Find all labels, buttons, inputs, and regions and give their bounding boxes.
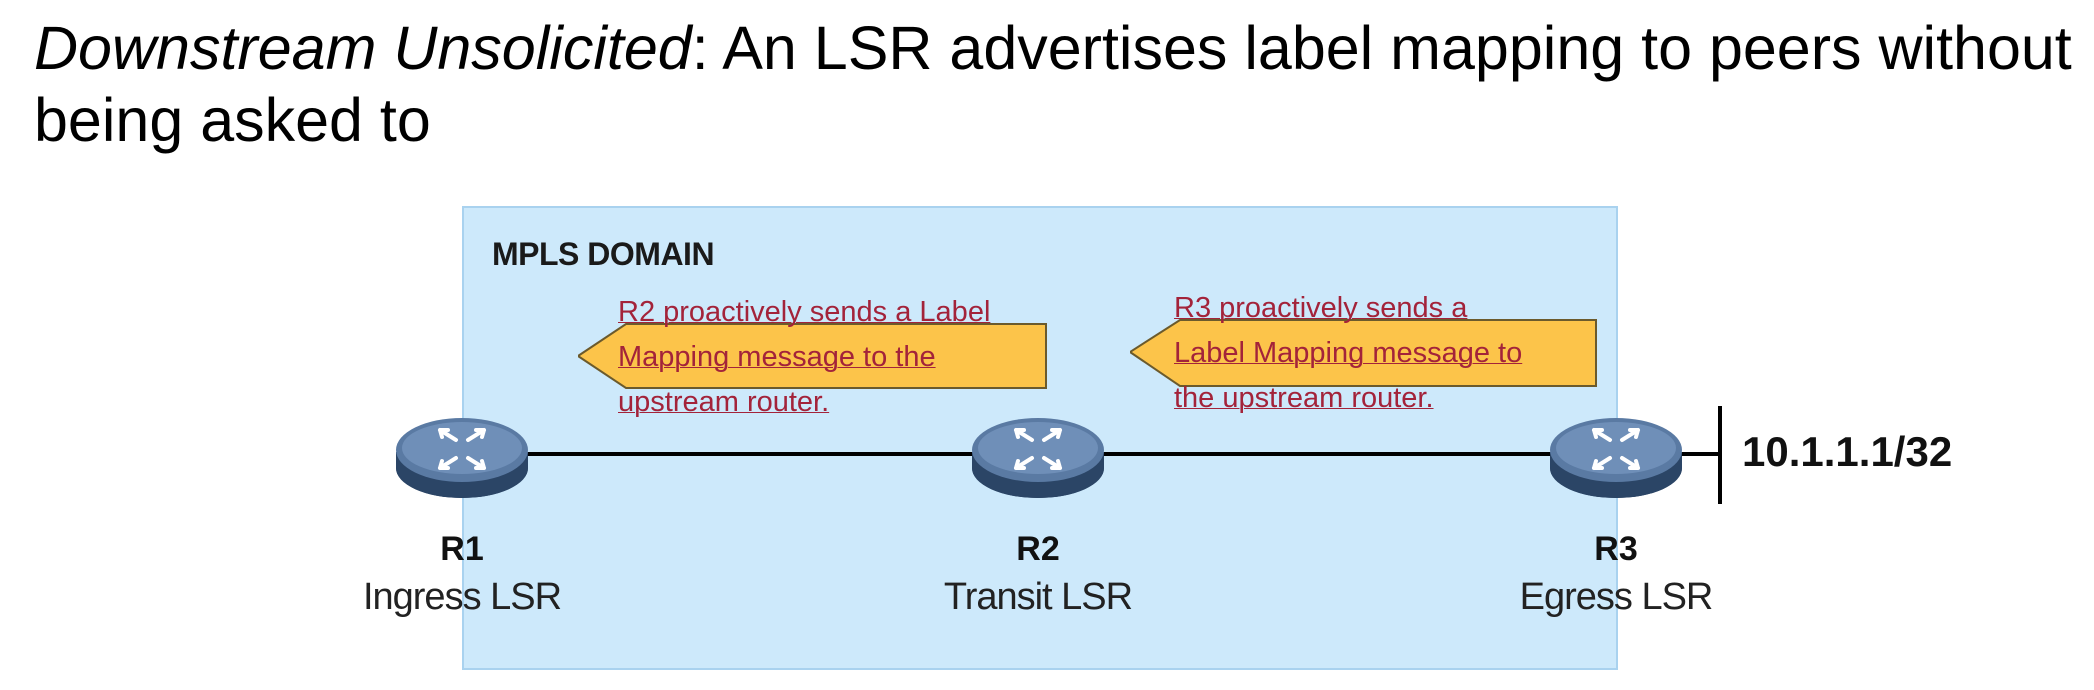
- router-r1: [392, 406, 532, 504]
- callout-line: R3 proactively sends a: [1174, 292, 1468, 324]
- callout-line: Mapping message to the: [618, 341, 936, 373]
- callout-line: R2 proactively sends a Label: [618, 296, 991, 328]
- callout-line: Label Mapping message to: [1174, 337, 1523, 369]
- router-icon: [972, 418, 1104, 498]
- router-icon: [396, 418, 528, 498]
- callout-r3: R3 proactively sends a Label Mapping mes…: [1130, 286, 1610, 426]
- callout-r3-text: R3 proactively sends a Label Mapping mes…: [1174, 286, 1522, 421]
- router-name-r3: R3: [1594, 530, 1638, 568]
- left-arrow-callout-shape: [578, 323, 1047, 389]
- router-icon: [1550, 418, 1682, 498]
- router-name-r2: R2: [1016, 530, 1060, 568]
- callout-r2-text: R2 proactively sends a Label Mapping mes…: [618, 290, 990, 425]
- router-role-r3: Egress LSR: [1519, 576, 1714, 618]
- slide-heading: Downstream Unsolicited: An LSR advertise…: [34, 12, 2074, 156]
- callout-r2: R2 proactively sends a Label Mapping mes…: [578, 290, 1058, 430]
- left-arrow-callout-shape: [1130, 319, 1597, 387]
- heading-term: Downstream Unsolicited: [34, 14, 692, 82]
- router-r3: [1546, 406, 1686, 504]
- domain-label: MPLS DOMAIN: [492, 236, 715, 272]
- link-r2-r3: [1030, 452, 1590, 456]
- heading-definition: : An LSR advertises label mapping to pee…: [34, 14, 2072, 154]
- network-segment: [1718, 406, 1722, 504]
- prefix-label: 10.1.1.1/32: [1742, 428, 1953, 475]
- callout-line: upstream router.: [618, 386, 830, 418]
- router-r2: [968, 406, 1108, 504]
- callout-line: the upstream router.: [1174, 382, 1434, 414]
- router-role-r2: Transit LSR: [943, 576, 1133, 618]
- router-name-r1: R1: [440, 530, 484, 568]
- link-r1-r2: [455, 452, 1015, 456]
- router-role-r1: Ingress LSR: [362, 576, 562, 618]
